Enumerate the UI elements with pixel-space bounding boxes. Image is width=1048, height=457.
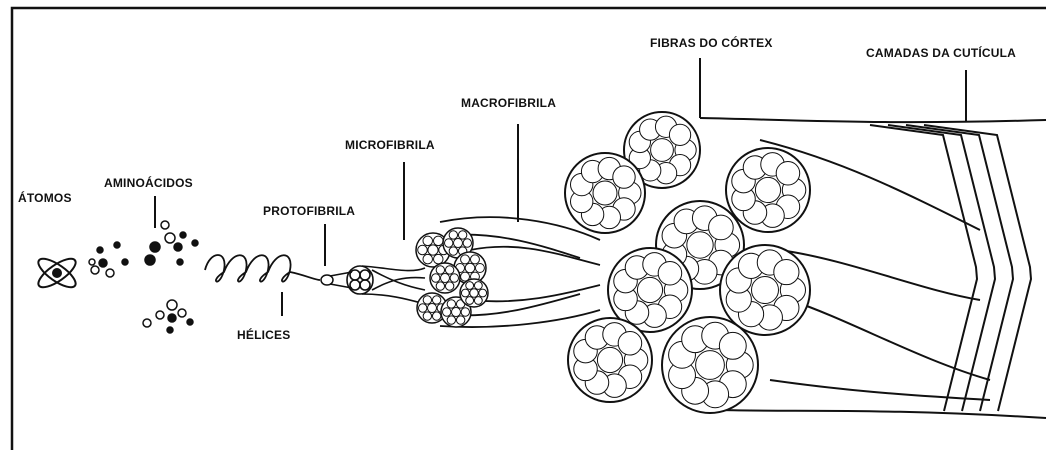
- cortex-fibres: [565, 112, 810, 413]
- atom-icon: [34, 254, 79, 292]
- leader-lines: [155, 58, 966, 316]
- macrofibril-bundle: [416, 228, 488, 327]
- label-camadas-cuticula: CAMADAS DA CUTÍCULA: [866, 46, 1016, 60]
- label-macrofibrila: MACROFIBRILA: [461, 96, 556, 110]
- label-atomos: ÁTOMOS: [18, 191, 72, 205]
- label-microfibrila: MICROFIBRILA: [345, 138, 435, 152]
- label-fibras-cortex: FIBRAS DO CÓRTEX: [650, 36, 773, 50]
- label-protofibrila: PROTOFIBRILA: [263, 204, 355, 218]
- label-aminoacidos: AMINOÁCIDOS: [104, 176, 193, 190]
- helix-icon: [205, 255, 320, 282]
- amino-acid-clusters: [89, 221, 198, 333]
- cuticle-layers: [870, 125, 1031, 411]
- label-helices: HÉLICES: [237, 328, 290, 342]
- microfibril-icon: [347, 266, 425, 304]
